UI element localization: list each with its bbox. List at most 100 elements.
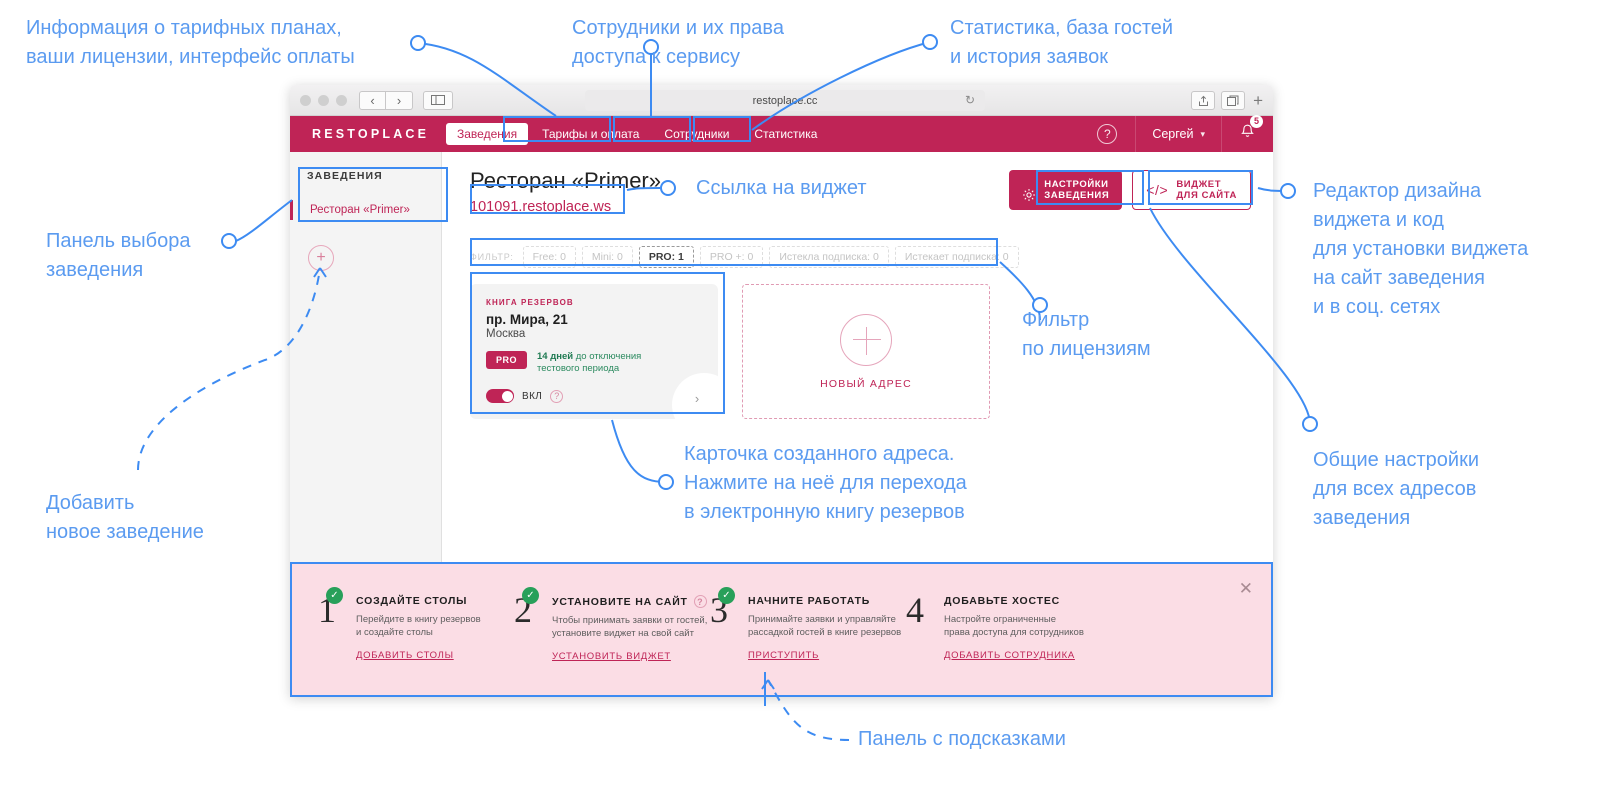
hint-text: Принимайте заявки и управляйте рассадкой… [748,614,902,638]
card-plan-row: PRO 14 дней до отключения тестового пери… [486,351,702,375]
share-icon[interactable] [1191,91,1216,110]
reload-icon[interactable]: ↻ [964,93,975,107]
filter-chip-mini[interactable]: Mini: 0 [581,246,633,268]
header-right: ? Сергей ▾ 5 [1079,114,1273,152]
sidebar-title: ЗАВЕДЕНИЯ [307,170,383,182]
window-controls[interactable] [300,94,347,106]
venue-sidebar: ЗАВЕДЕНИЯ Ресторан «Primer» + [290,152,442,562]
filter-chip-proplus[interactable]: PRO +: 0 [699,246,764,268]
nav-buttons[interactable]: ‹ › [359,90,413,110]
address-card[interactable]: КНИГА РЕЗЕРВОВ пр. Мира, 21 Москва PRO 1… [470,284,718,419]
widget-url-link[interactable]: 101091.restoplace.ws [470,199,612,215]
back-icon[interactable]: ‹ [359,90,386,110]
close-icon[interactable]: ✕ [1238,579,1253,598]
annotation-general-settings: Общие настройки для всех адресов заведен… [1313,449,1479,529]
filter-chip-pro[interactable]: PRO: 1 [638,246,694,268]
app-header: RESTOPLACE Заведения Тарифы и оплата Сот… [290,114,1273,152]
main-content: Ресторан «Primer» 101091.restoplace.ws Н… [442,152,1273,562]
hint-number-text: 4 [906,590,924,630]
hint-link-start[interactable]: ПРИСТУПИТЬ [748,650,820,661]
hint-title: УСТАНОВИТЕ НА САЙТ ? [552,595,710,608]
card-toggle-row: ВКЛ ? [486,389,702,403]
card-address: пр. Мира, 21 [486,312,568,327]
filter-chip-expired[interactable]: Истекла подписка: 0 [769,246,889,268]
hint-title-text: СОЗДАЙТЕ СТОЛЫ [356,595,468,607]
notifications-button[interactable]: 5 [1222,114,1273,145]
new-address-label: НОВЫЙ АДРЕС [820,377,912,390]
hint-help-icon[interactable]: ? [693,595,707,608]
nav-item-tariffs[interactable]: Тарифы и оплата [542,127,640,141]
nav-item-venues[interactable]: Заведения [446,123,529,145]
hint-number: 3 ✓ [710,587,736,663]
annotation-widget-editor: Редактор дизайна виджета и код для устан… [1313,180,1529,318]
new-address-card[interactable]: НОВЫЙ АДРЕС [742,284,990,419]
annotation-address-card: Карточка созданного адреса. Нажмите на н… [684,443,967,523]
address-cards: КНИГА РЕЗЕРВОВ пр. Мира, 21 Москва PRO 1… [470,284,1251,419]
add-venue-button[interactable]: + [308,245,334,271]
header-divider-2 [1221,116,1222,152]
hint-link-add-staff[interactable]: ДОБАВИТЬ СОТРУДНИКА [944,650,1075,661]
browser-window: ‹ › restoplace.cc ↻ + RESTOPLACE Заведен… [290,85,1273,697]
main-nav: Заведения Тарифы и оплата Сотрудники Ста… [446,123,831,145]
site-widget-label: ВИДЖЕТ ДЛЯ САЙТА [1176,179,1237,201]
hint-title-text: ДОБАВЬТЕ ХОСТЕС [944,595,1061,607]
hint-number: 4 [906,592,932,663]
nav-item-statistics[interactable]: Статистика [754,127,818,141]
nav-item-staff[interactable]: Сотрудники [664,127,730,141]
card-city: Москва [486,328,526,340]
hint-item-1: 1 ✓ СОЗДАЙТЕ СТОЛЫ Перейдите в книгу рез… [318,587,514,663]
trial-note-rest: до отключения тестового периода [537,351,642,374]
check-icon: ✓ [522,587,539,604]
hint-link-install-widget[interactable]: УСТАНОВИТЬ ВИДЖЕТ [552,651,671,662]
hint-body: ДОБАВЬТЕ ХОСТЕС Настройте ограниченные п… [944,595,1102,663]
hint-number: 1 ✓ [318,587,344,663]
chevron-down-icon: ▾ [1200,128,1205,139]
site-widget-button[interactable]: </> ВИДЖЕТ ДЛЯ САЙТА [1132,170,1251,210]
maximize-window-dot[interactable] [336,94,347,106]
hint-body: УСТАНОВИТЕ НА САЙТ ? Чтобы принимать зая… [552,595,710,664]
hint-body: НАЧНИТЕ РАБОТАТЬ Принимайте заявки и упр… [748,595,906,663]
venue-settings-button[interactable]: НАСТРОЙКИ ЗАВЕДЕНИЯ [1009,170,1123,210]
hint-item-3: 3 ✓ НАЧНИТЕ РАБОТАТЬ Принимайте заявки и… [710,587,906,663]
forward-icon[interactable]: › [386,90,413,110]
hint-text: Чтобы принимать заявки от гостей, устано… [552,615,708,639]
filter-chip-expiring[interactable]: Истекает подписка: 0 [894,246,1019,268]
check-icon: ✓ [326,587,343,604]
hint-title: СОЗДАЙТЕ СТОЛЫ [356,595,514,607]
sidebar-item-venue[interactable]: Ресторан «Primer» [290,200,441,220]
user-menu[interactable]: Сергей ▾ [1136,127,1221,141]
app-logo[interactable]: RESTOPLACE [312,127,430,141]
toggle-help-icon[interactable]: ? [550,389,564,403]
card-open-arrow[interactable]: › [672,373,718,419]
license-filter-bar: ФИЛЬТР: Free: 0 Mini: 0 PRO: 1 PRO +: 0 … [470,246,1251,268]
hint-link-add-tables[interactable]: ДОБАВИТЬ СТОЛЫ [356,650,454,661]
annotation-staff: Сотрудники и их права доступа к сервису [572,17,784,68]
minimize-window-dot[interactable] [318,94,329,106]
code-icon: </> [1146,181,1169,198]
close-window-dot[interactable] [300,94,311,106]
notification-badge: 5 [1250,114,1263,128]
toggle-label: ВКЛ [522,390,543,402]
venue-settings-label: НАСТРОЙКИ ЗАВЕДЕНИЯ [1044,179,1110,201]
sidebar-toggle-icon[interactable] [423,90,453,110]
chrome-right-buttons: + [1191,91,1263,110]
enable-toggle[interactable] [486,389,514,403]
gear-icon [1022,177,1036,203]
filter-label: ФИЛЬТР: [470,252,514,262]
app-body: ЗАВЕДЕНИЯ Ресторан «Primer» + Ресторан «… [290,152,1273,562]
bell-icon [1241,124,1254,137]
trial-note: 14 дней до отключения тестового периода [537,351,641,375]
url-text: restoplace.cc [752,94,818,107]
hint-title: ДОБАВЬТЕ ХОСТЕС [944,595,1102,607]
hint-item-2: 2 ✓ УСТАНОВИТЕ НА САЙТ ? Чтобы принимать… [514,587,710,664]
annotation-hints-panel: Панель с подсказками [858,728,1066,750]
help-icon[interactable]: ? [1097,124,1118,144]
tabs-overview-icon[interactable] [1221,91,1246,110]
hint-title: НАЧНИТЕ РАБОТАТЬ [748,595,906,607]
new-tab-icon[interactable]: + [1253,91,1263,110]
filter-chip-free[interactable]: Free: 0 [522,246,576,268]
address-bar[interactable]: restoplace.cc ↻ [585,90,985,111]
chevron-right-icon: › [694,390,700,406]
annotation-venue-panel: Панель выбора заведения [46,230,191,281]
hint-number: 2 ✓ [514,587,540,664]
